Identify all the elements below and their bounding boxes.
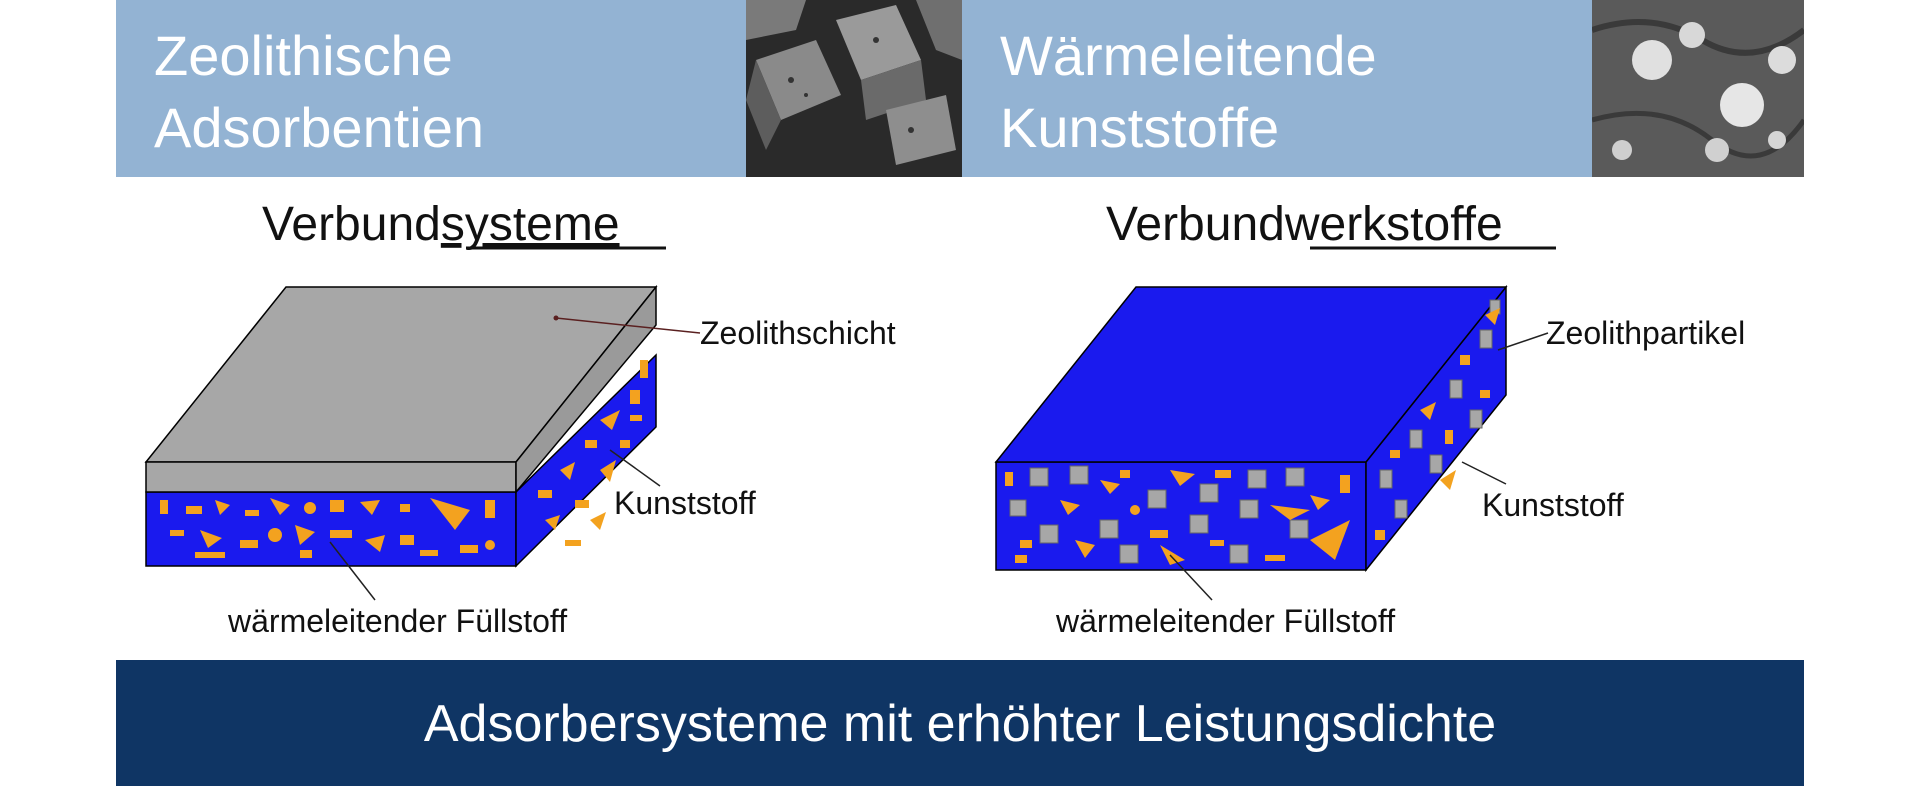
title-zeolithische-adsorbentien: Zeolithische Adsorbentien bbox=[154, 24, 485, 159]
label-zeolithschicht: Zeolithschicht bbox=[700, 315, 896, 351]
label-kunststoff-left: Kunststoff bbox=[614, 485, 756, 521]
title-waermeleitende-kunststoffe: Wärmeleitende Kunststoffe bbox=[1000, 24, 1377, 159]
title-adsorbersysteme: Adsorbersysteme mit erhöhter Leistungsdi… bbox=[423, 695, 1497, 753]
label-zeolithpartikel: Zeolithpartikel bbox=[1546, 315, 1745, 351]
bottom-band: Adsorbersysteme mit erhöhter Leistungsdi… bbox=[116, 660, 1804, 786]
top-band-zeolites: Zeolithische Adsorbentien bbox=[116, 0, 746, 177]
zeolite-crystal-micrograph-icon bbox=[746, 0, 962, 177]
label-kunststoff-right: Kunststoff bbox=[1482, 487, 1624, 523]
plastic-composite-micrograph-icon bbox=[1592, 0, 1804, 177]
heading-verbundsysteme: Verbundsysteme bbox=[262, 198, 620, 251]
label-fuellstoff-left: wärmeleitender Füllstoff bbox=[227, 603, 567, 639]
slab-verbundsystem bbox=[144, 284, 701, 601]
slab-verbundwerkstoff bbox=[994, 284, 1549, 601]
label-fuellstoff-right: wärmeleitender Füllstoff bbox=[1055, 603, 1395, 639]
heading-verbundwerkstoffe: Verbundwerkstoffe bbox=[1106, 198, 1503, 251]
top-band-plastics: Wärmeleitende Kunststoffe bbox=[962, 0, 1592, 177]
